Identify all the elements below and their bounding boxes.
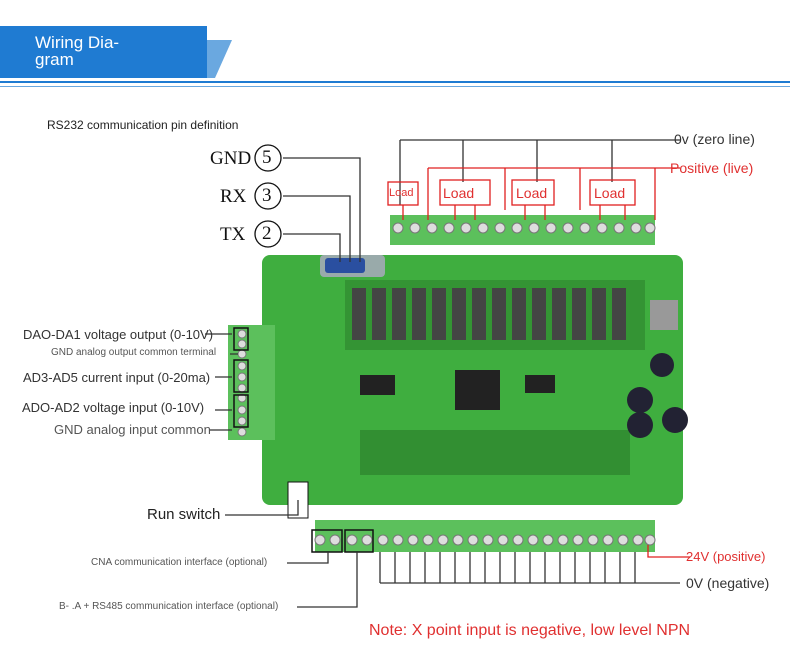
run-switch-label: Run switch — [147, 506, 221, 523]
load-label: Load — [389, 187, 414, 199]
pin-tx-number: 2 — [262, 223, 272, 244]
title-banner — [0, 26, 207, 78]
note-text: Note: X point input is negative, low lev… — [369, 622, 691, 639]
banner-accent — [207, 40, 232, 78]
page-title: Wiring Dia- gram — [35, 33, 120, 69]
pin-gnd-number: 5 — [262, 147, 272, 168]
analog-terminal-block — [228, 325, 275, 440]
input-optocouplers — [360, 430, 630, 475]
rs232-title: RS232 communication pin definition — [47, 118, 239, 132]
cna-label: CNA communication interface (optional) — [91, 557, 268, 568]
load-label: Load — [443, 185, 475, 201]
rs485-label: B- .A + RS485 communication interface (o… — [59, 601, 279, 612]
pin-rx-number: 3 — [262, 185, 272, 206]
pin-tx-label: TX — [220, 224, 246, 245]
analog-label-da-output: DAO-DA1 voltage output (0-10V) — [23, 327, 214, 342]
24v-positive-label: 24V (positive) — [686, 549, 766, 564]
0v-negative-label: 0V (negative) — [686, 575, 770, 591]
analog-label-gnd-input: GND analog input common — [54, 422, 211, 437]
mcu-chip — [455, 370, 500, 410]
analog-label-voltage-input: ADO-AD2 voltage input (0-10V) — [22, 400, 205, 415]
zero-line-label: 0v (zero line) — [674, 131, 755, 147]
load-label: Load — [516, 185, 548, 201]
analog-label-current-input: AD3-AD5 current input (0-20ma) — [23, 370, 211, 385]
pin-rx-label: RX — [220, 186, 247, 207]
positive-live-label: Positive (live) — [670, 160, 754, 176]
header-rule-thin — [0, 86, 790, 87]
pin-gnd-label: GND — [210, 148, 252, 169]
analog-label-gnd-output: GND analog output common terminal — [51, 347, 217, 358]
header-rule — [0, 81, 790, 83]
load-label: Load — [594, 185, 626, 201]
